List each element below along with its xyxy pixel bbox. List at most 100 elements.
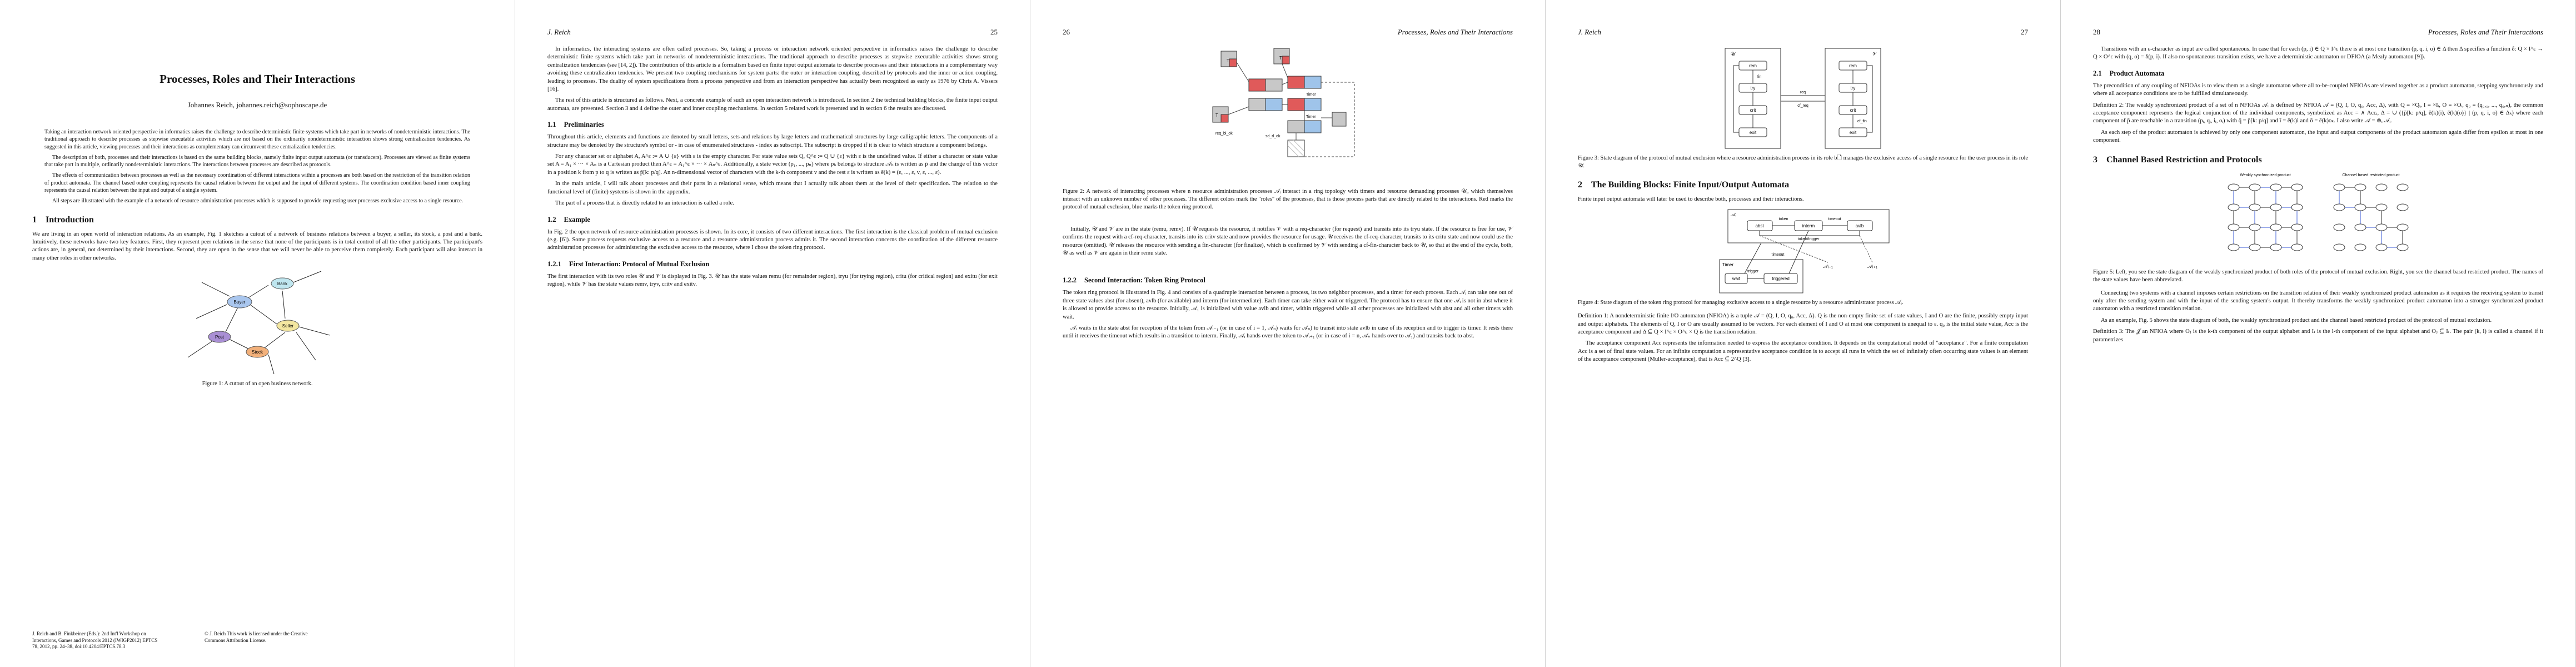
page-number: 27: [2021, 28, 2028, 36]
intro-paragraph: We are living in an open world of intera…: [32, 231, 482, 261]
header-author: J. Reich: [1578, 28, 1601, 36]
fig5-state-node: [2270, 243, 2282, 251]
figure-3-mutual-exclusion-diagram: 𝒰 𝒱 rem try crit exit rem try crit exit: [1725, 48, 1881, 149]
fig5-state-node: [2228, 243, 2240, 251]
fig5-right-title: Channel based restricted product: [2342, 173, 2399, 177]
fig2-label-timer: Timer: [1306, 93, 1316, 97]
figure-1-business-network: Bank Buyer Seller Post Stock: [187, 271, 330, 375]
paragraph: The rest of this article is structured a…: [547, 97, 998, 112]
paragraph: In Fig. 2 the open network of resource a…: [547, 228, 998, 251]
figure-5-product-diagrams: Weakly synchronized product Channel base…: [2228, 173, 2409, 251]
fig5-state-node: [2354, 243, 2366, 251]
fig5-state-node: [2249, 223, 2261, 231]
fig5-state-node: [2228, 223, 2240, 231]
fig5-state-node: [2396, 243, 2409, 251]
fig3-char-fin: fin: [1757, 75, 1762, 79]
abstract-p1: Taking an interaction network oriented p…: [44, 129, 470, 150]
fig5-state-node: [2249, 203, 2261, 211]
fig2-label-t: T: [1227, 58, 1229, 63]
page-4: J. Reich 27 𝒰 𝒱 rem try crit exit rem tr…: [1546, 0, 2061, 667]
page-1: Processes, Roles and Their Interactions …: [0, 0, 515, 667]
fig3-state-exit: exit: [1850, 130, 1857, 135]
fig2-label-sd: sd_rl_ok: [1265, 135, 1280, 138]
fig4-char-token-trigger: token/trigger: [1798, 237, 1820, 241]
fig4-state-triggered: triggered: [1772, 276, 1790, 281]
abstract-p2: The description of both, processes and t…: [44, 154, 470, 168]
fig5-state-node: [2375, 223, 2388, 231]
fig5-state-node: [2375, 183, 2388, 191]
running-header: J. Reich 27: [1578, 28, 2028, 37]
fig3-role-u: 𝒰: [1731, 51, 1736, 57]
fig3-char-req: req: [1800, 91, 1806, 94]
fig5-left-title: Weakly synchronized product: [2240, 173, 2290, 177]
paragraph: The acceptance component Acc represents …: [1578, 340, 2028, 363]
figure-4-token-ring-diagram: 𝒜ᵢ Timer abst interm avlb wait triggered…: [1719, 209, 1890, 293]
fig1-node-bank: Bank: [277, 281, 288, 286]
fig3-char-cf-fin: cf_fin: [1857, 120, 1867, 123]
fig4-char-timeout: timeout: [1828, 217, 1841, 221]
header-title: Processes, Roles and Their Interactions: [2428, 28, 2543, 36]
fig5-state-node: [2291, 203, 2303, 211]
paragraph: In the main article, I will talk about p…: [547, 181, 998, 195]
paragraph: As an example, Fig. 5 shows the state di…: [2101, 317, 2492, 323]
fig3-char-cf-req: cf_req: [1797, 104, 1808, 108]
paragraph: 𝒜ᵢ waits in the state abst for reception…: [1063, 325, 1513, 340]
fig3-state-rem: rem: [1849, 63, 1857, 68]
page-number: 25: [990, 28, 998, 36]
page-3: 26 Processes, Roles and Their Interactio…: [1030, 0, 1546, 667]
paragraph: Throughout this article, elements and fu…: [547, 134, 998, 148]
fig5-state-node: [2228, 203, 2240, 211]
fig4-state-wait: wait: [1732, 276, 1741, 281]
fig5-state-node: [2291, 183, 2303, 191]
fig3-state-try: try: [1851, 86, 1856, 91]
figure-3-caption: Figure 3: State diagram of the protocol …: [1578, 155, 2028, 169]
fig4-char-trigger: trigger: [1747, 270, 1759, 273]
fig4-neighbor-next: 𝒜ᵢ₊₁: [1867, 263, 1877, 269]
fig5-state-node: [2333, 223, 2345, 231]
page-number: 28: [2093, 28, 2100, 36]
fig5-state-node: [2333, 243, 2345, 251]
fig5-state-node: [2354, 223, 2366, 231]
fig4-neighbor-prev: 𝒜ᵢ₋₁: [1823, 263, 1833, 269]
fig5-state-node: [2291, 223, 2303, 231]
definition-3: Definition 3: The 𝒥 an NFIOA where Oⱼ is…: [2093, 328, 2543, 343]
fig3-state-rem: rem: [1749, 63, 1757, 68]
fig2-label-t: T: [1279, 56, 1282, 61]
page-1-footer: J. Reich and B. Finkbeiner (Eds.): 2nd I…: [32, 631, 482, 650]
paragraph: Finite input output automata will later …: [1578, 196, 1804, 202]
fig4-state-avlb: avlb: [1856, 223, 1864, 228]
page-5: 28 Processes, Roles and Their Interactio…: [2061, 0, 2576, 667]
paragraph: The token ring protocol is illustrated i…: [1063, 290, 1513, 320]
abstract-p4: All steps are illustrated with the examp…: [52, 198, 464, 205]
fig4-state-interm: interm: [1802, 223, 1815, 228]
footer-workshop-info: J. Reich and B. Finkbeiner (Eds.): 2nd I…: [32, 630, 158, 650]
paragraph: As each step of the product automaton is…: [2093, 129, 2543, 144]
fig2-label-t: T: [1215, 113, 1218, 118]
fig5-state-node: [2354, 183, 2366, 191]
fig5-state-node: [2375, 203, 2388, 211]
figure-4-caption: Figure 4: State diagram of the token rin…: [1578, 300, 1904, 306]
definition-2: Definition 2: The weakly synchronized pr…: [2093, 102, 2543, 125]
fig5-state-node: [2228, 183, 2240, 191]
fig5-state-node: [2375, 243, 2388, 251]
fig5-state-node: [2396, 183, 2409, 191]
definition-1: Definition 1: A nondeterministic finite …: [1578, 313, 2028, 336]
figure-1-caption: Figure 1: A cutout of an open business n…: [202, 381, 313, 387]
fig5-state-node: [2396, 223, 2409, 231]
fig4-char-token: token: [1778, 217, 1788, 221]
fig5-state-node: [2333, 183, 2345, 191]
paragraph: In informatics, the interacting systems …: [547, 46, 998, 93]
paper-title: Processes, Roles and Their Interactions: [160, 72, 355, 86]
authors: Johannes Reich, johannes.reich@sophoscap…: [187, 101, 327, 109]
paragraph: For any character set or alphabet A, A^ε…: [547, 153, 998, 176]
fig5-state-node: [2270, 203, 2282, 211]
fig5-state-node: [2249, 243, 2261, 251]
fig5-right-grid: [2333, 183, 2409, 251]
